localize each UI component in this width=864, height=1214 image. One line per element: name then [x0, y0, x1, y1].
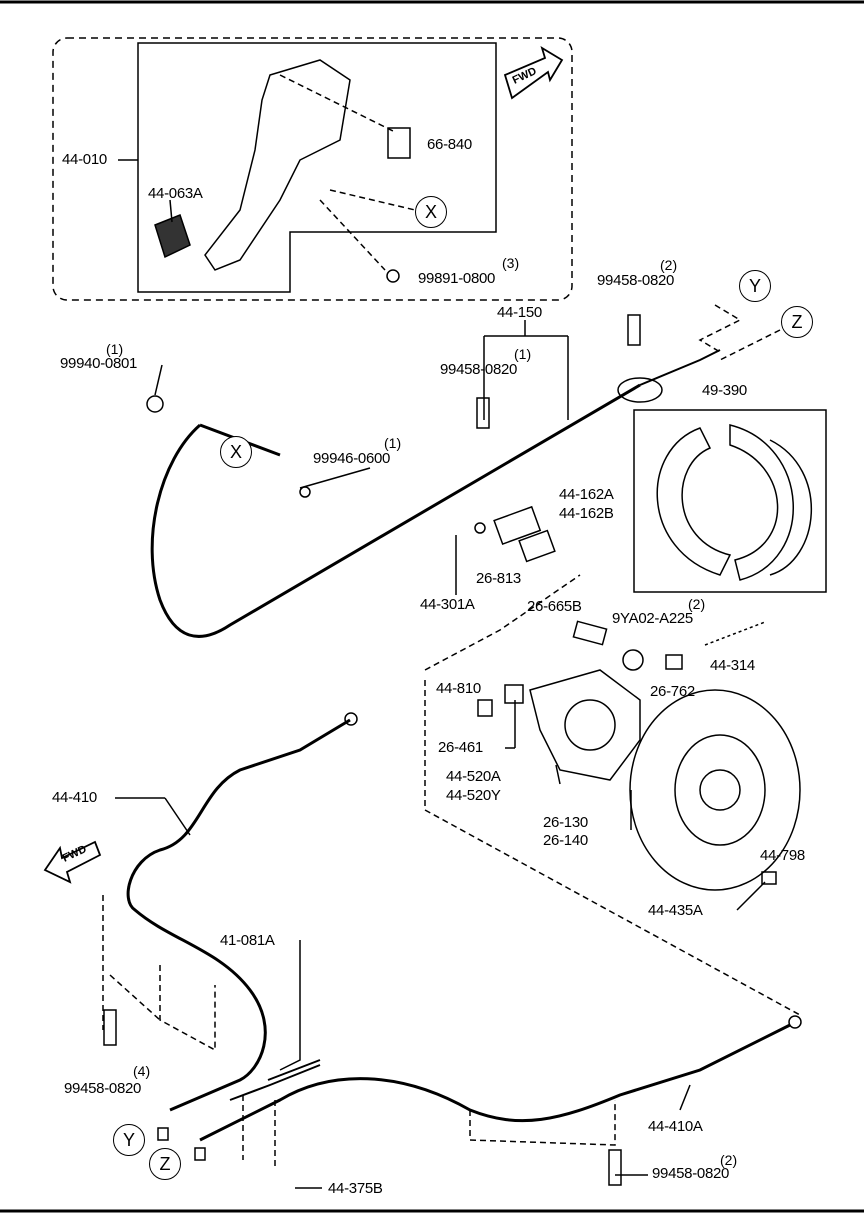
callout-x-top: X — [415, 196, 447, 228]
adjuster-44-162 — [493, 505, 542, 546]
bolt-99458-0820-equalizer — [627, 314, 641, 346]
part-label-26-130[interactable]: 26-130 — [543, 814, 588, 831]
part-label-99891-0800[interactable]: 99891-0800 — [418, 270, 496, 287]
qty-99891-0800: (3) — [502, 255, 520, 271]
pedal-lever — [204, 59, 351, 271]
part-label-44-520Y[interactable]: 44-520Y — [446, 787, 501, 804]
part-label-44-010[interactable]: 44-010 — [62, 151, 107, 168]
bleeder-26-762 — [665, 654, 683, 670]
brake-shoe-2 — [729, 424, 795, 581]
callout-y-top: Y — [739, 270, 771, 302]
part-label-44-162A[interactable]: 44-162A — [559, 486, 614, 503]
front-cable-44-150 — [150, 383, 641, 638]
callout-z-bottom: Z — [149, 1148, 181, 1180]
part-label-26-762[interactable]: 26-762 — [650, 683, 695, 700]
part-label-44-150[interactable]: 44-150 — [497, 304, 542, 321]
switch-66-840 — [387, 127, 411, 159]
rear-cable-44-410A — [199, 1023, 791, 1142]
bolt-9YA02-A225 — [572, 620, 608, 646]
part-label-99946-0600[interactable]: 99946-0600 — [313, 450, 391, 467]
part-label-99458-0820-b[interactable]: 99458-0820 — [440, 361, 518, 378]
qty-99458-0820-a: (2) — [660, 257, 678, 273]
part-label-41-081A[interactable]: 41-081A — [220, 932, 275, 949]
callout-y-bottom: Y — [113, 1124, 145, 1156]
part-label-26-461[interactable]: 26-461 — [438, 739, 483, 756]
part-label-99458-0820-d[interactable]: 99458-0820 — [652, 1165, 730, 1182]
clip-44-435A — [761, 871, 777, 885]
part-label-9YA02-A225[interactable]: 9YA02-A225 — [612, 610, 693, 627]
dust-shield-26-130 — [629, 689, 801, 891]
part-label-49-390[interactable]: 49-390 — [702, 382, 747, 399]
bolt-99458-0820-right — [608, 1149, 622, 1186]
part-label-26-665B[interactable]: 26-665B — [527, 598, 582, 615]
brake-shoe-1 — [656, 427, 732, 576]
bolt-99458-0820-front — [476, 397, 490, 429]
qty-9YA02-A225: (2) — [688, 596, 706, 612]
part-label-44-314[interactable]: 44-314 — [710, 657, 755, 674]
part-label-44-410A[interactable]: 44-410A — [648, 1118, 703, 1135]
part-label-44-301A[interactable]: 44-301A — [420, 596, 475, 613]
part-label-44-798[interactable]: 44-798 — [760, 847, 805, 864]
qty-99458-0820-b: (1) — [514, 346, 532, 362]
part-label-99458-0820-c[interactable]: 99458-0820 — [64, 1080, 142, 1097]
part-label-26-813[interactable]: 26-813 — [476, 570, 521, 587]
callout-z-top: Z — [781, 306, 813, 338]
part-label-44-063A[interactable]: 44-063A — [148, 185, 203, 202]
equalizer-bracket — [617, 377, 663, 403]
qty-99946-0600: (1) — [384, 435, 402, 451]
part-label-44-435A[interactable]: 44-435A — [648, 902, 703, 919]
brake-shoes-box-49-390 — [633, 409, 827, 593]
bushing-26-461 — [504, 684, 524, 704]
part-label-44-162B[interactable]: 44-162B — [559, 505, 614, 522]
part-label-44-520A[interactable]: 44-520A — [446, 768, 501, 785]
rear-cable-44-410 — [126, 718, 351, 1112]
part-label-44-375B[interactable]: 44-375B — [328, 1180, 383, 1197]
backing-plate-hole — [564, 699, 616, 751]
fwd-arrow-left — [43, 840, 102, 884]
backing-plate-44-520 — [529, 669, 641, 781]
qty-99458-0820-c: (4) — [133, 1063, 151, 1079]
bolt-99458-0820-left — [103, 1009, 117, 1046]
pedal-inset-box — [137, 42, 497, 293]
qty-99940-0801: (1) — [106, 341, 124, 357]
part-label-44-410[interactable]: 44-410 — [52, 789, 97, 806]
nut-99891-0800 — [386, 269, 400, 283]
part-label-66-840[interactable]: 66-840 — [427, 136, 472, 153]
fwd-arrow-top — [503, 46, 564, 100]
pad-26-813 — [518, 529, 556, 563]
qty-99458-0820-d: (2) — [720, 1152, 738, 1168]
part-label-26-140[interactable]: 26-140 — [543, 832, 588, 849]
part-label-99940-0801[interactable]: 99940-0801 — [60, 355, 138, 372]
callout-x-cable: X — [220, 436, 252, 468]
part-label-99458-0820-a[interactable]: 99458-0820 — [597, 272, 675, 289]
pedal-assembly-group-outline — [52, 37, 573, 301]
part-label-44-810[interactable]: 44-810 — [436, 680, 481, 697]
nut-99940-0801 — [146, 395, 164, 413]
